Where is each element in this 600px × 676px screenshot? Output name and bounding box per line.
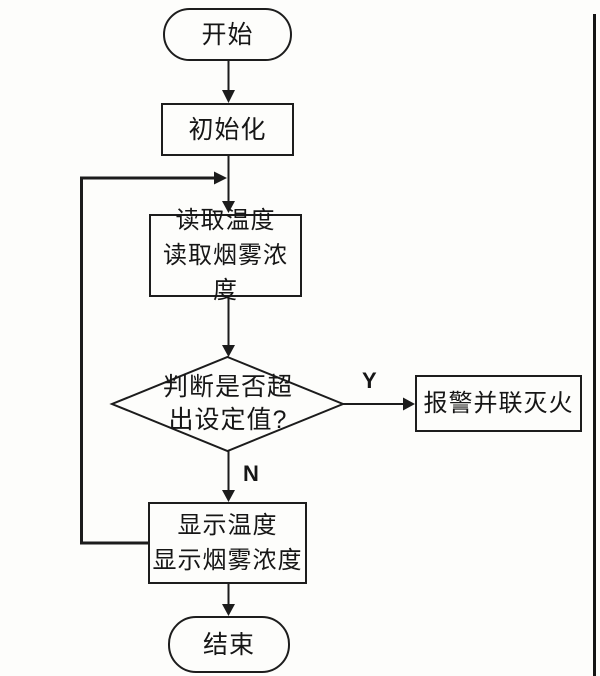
arrowhead-init-read — [222, 201, 235, 213]
node-start: 开始 — [163, 8, 292, 61]
node-decision-line1: 判断是否超 — [162, 373, 293, 401]
node-display: 显示温度 显示烟雾浓度 — [148, 502, 307, 584]
scan-page-border — [593, 14, 596, 676]
arrowhead-decision-display — [222, 490, 235, 502]
node-alarm: 报警并联灭火 — [415, 375, 582, 432]
node-start-label: 开始 — [201, 20, 254, 49]
arrowhead-read-decision — [222, 345, 235, 357]
node-init: 初始化 — [161, 103, 294, 156]
node-read-line1: 读取温度 — [175, 207, 276, 234]
node-display-line2: 显示烟雾浓度 — [152, 547, 303, 574]
node-init-label: 初始化 — [188, 115, 267, 144]
node-end: 结束 — [168, 616, 290, 673]
node-decision-line2: 出设定值? — [168, 406, 288, 434]
node-decision: 判断是否超 出设定值? — [142, 370, 314, 438]
arrowhead-display-end — [222, 604, 235, 616]
branch-label-yes: Y — [362, 368, 377, 394]
node-alarm-label: 报警并联灭火 — [423, 389, 574, 417]
branch-label-no-text: N — [243, 461, 259, 486]
arrowhead-loopback — [214, 171, 227, 185]
arrowhead-start-init — [222, 90, 235, 103]
node-read: 读取温度 读取烟雾浓度 — [149, 207, 302, 304]
node-read-line2: 读取烟雾浓度 — [163, 242, 288, 304]
node-display-line1: 显示温度 — [177, 512, 278, 539]
edge-loopback — [80, 176, 216, 545]
arrowhead-decision-alarm — [403, 397, 415, 411]
branch-label-yes-text: Y — [362, 368, 377, 393]
node-end-label: 结束 — [202, 630, 255, 659]
branch-label-no: N — [243, 461, 259, 487]
